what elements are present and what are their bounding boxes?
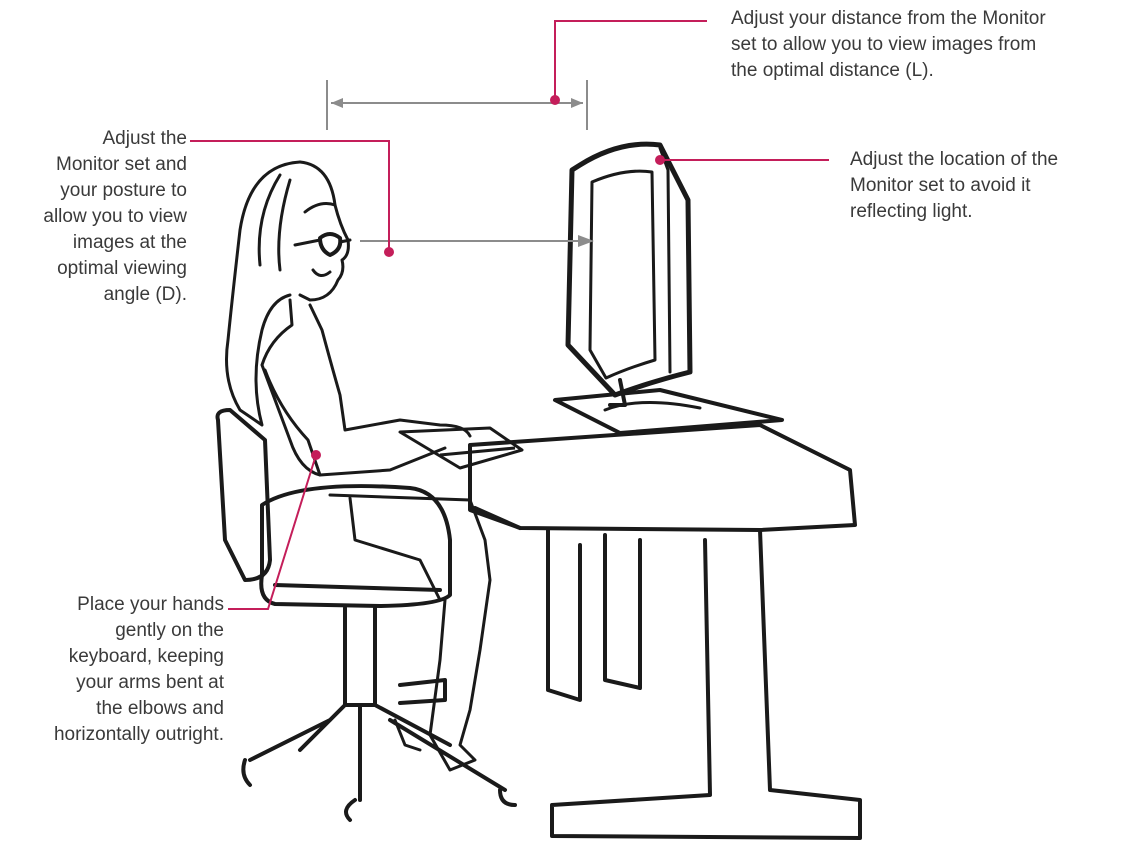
leader-distance-dot — [550, 95, 560, 105]
leader-reflection-dot — [655, 155, 665, 165]
callout-distance: Adjust your distance from the Monitor se… — [731, 6, 1046, 84]
leader-hands-dot — [311, 450, 321, 460]
leader-angle-dot — [384, 247, 394, 257]
callout-hands: Place your hands gently on the keyboard,… — [54, 592, 224, 748]
sightline-arrow — [360, 235, 594, 247]
leader-angle — [190, 141, 389, 252]
callout-angle: Adjust the Monitor set and your posture … — [43, 126, 187, 308]
distance-guide — [327, 80, 587, 130]
desk — [400, 425, 860, 838]
monitor — [555, 144, 782, 433]
keyboard — [400, 428, 522, 468]
leader-distance — [555, 21, 707, 100]
distance-guide-right-arrow — [571, 98, 583, 108]
distance-guide-left-arrow — [331, 98, 343, 108]
leader-lines — [190, 21, 829, 609]
callout-reflection: Adjust the location of the Monitor set t… — [850, 147, 1058, 225]
